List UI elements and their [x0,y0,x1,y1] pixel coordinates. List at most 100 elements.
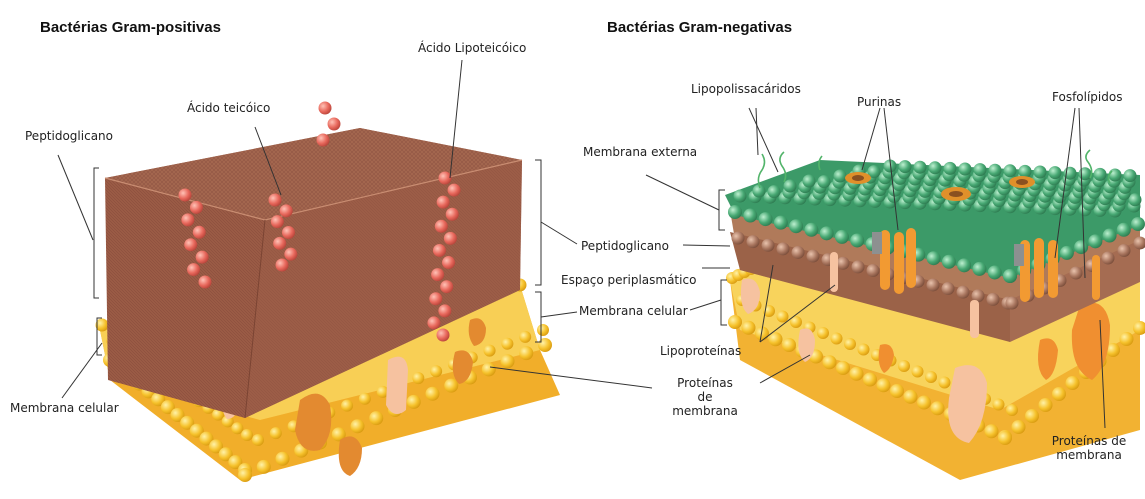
lipid-head [252,434,264,446]
lipid-head [732,232,745,245]
lps-head [804,223,818,237]
lipid-head [877,378,891,392]
teichoic-bead [196,251,209,264]
label-membrane-proteins-line1: Proteínas [670,376,740,390]
lipid-head [412,372,424,384]
lipid-head [904,390,918,404]
lps-head [914,161,927,174]
lipid-head [777,242,790,255]
lipid-head [931,401,945,415]
lps-head [1034,166,1047,179]
teichoic-bead [437,196,450,209]
gram-positive-title: Bactérias Gram-positivas [40,19,221,36]
label-membrane-proteins-line3: membrana [670,404,740,418]
lipid-head [782,338,796,352]
lipid-head [927,278,940,291]
lps-head [927,251,941,265]
lipid-head [519,346,533,360]
lps-head [1049,166,1062,179]
lipid-head [807,250,820,263]
lps-head [1124,169,1137,182]
lps-head [774,216,788,230]
label-membrane-proteins-right-line2: membrana [1034,448,1144,462]
lipid-head [985,424,999,438]
label-lipoproteins: Lipoproteínas [660,344,741,358]
lps-head [972,262,986,276]
lps-head [784,180,797,193]
lipid-head [241,429,253,441]
lps-head [759,212,773,226]
lipid-head [238,468,252,482]
lipid-head [867,264,880,277]
lipid-head [987,293,1000,306]
lipid-head [1012,420,1026,434]
lipid-head [1118,244,1131,257]
lps-head [1088,234,1102,248]
lps-head [1094,168,1107,181]
teichoic-bead [328,118,341,131]
lipid-head [993,399,1005,411]
lipid-head [850,367,864,381]
lipid-head [777,311,789,323]
lps-head [850,233,864,247]
lipid-head [742,321,756,335]
lipid-head [1066,376,1080,390]
teichoic-bead [437,329,450,342]
lipid-head [484,345,496,357]
teichoic-bead [440,280,453,293]
lipid-head [844,338,856,350]
teichoic-bead [187,263,200,276]
lps-head [728,205,742,219]
lipid-head [1006,404,1018,416]
lps-head [1074,240,1088,254]
label-gp-peptidoglycan: Peptidoglicano [25,129,113,143]
lipid-head [925,371,937,383]
lps-head [988,265,1002,279]
label-periplasmic-space: Espaço periplasmático [561,273,696,287]
lps-head [1131,217,1145,231]
lipid-head [430,365,442,377]
teichoic-bead [444,232,457,245]
teichoic-bead [280,204,293,217]
lps-head [1103,229,1117,243]
lipid-head [359,393,371,405]
lipid-head [537,324,549,336]
lipid-head [912,366,924,378]
lipid-head [501,354,515,368]
lipid-head [276,452,290,466]
lps-head [834,170,847,183]
teichoic-bead [439,172,452,185]
lipid-head [1006,297,1019,310]
lipid-head [939,377,951,389]
lipid-head [369,411,383,425]
lipid-head [1102,252,1115,265]
lipid-head [519,331,531,343]
teichoic-bead [193,226,206,239]
lps-head [957,258,971,272]
lipid-head [863,373,877,387]
teichoic-bead [179,189,192,202]
label-lipopolysaccharides: Lipopolissacáridos [691,82,801,96]
lipid-head [341,400,353,412]
lps-head [974,163,987,176]
lps-head [899,160,912,173]
label-membrane-proteins-right-line1: Proteínas de [1034,434,1144,448]
label-lipoteichoic-acid: Ácido Lipoteicóico [418,41,526,55]
label-membrane-proteins-right: Proteínas de membrana [1034,434,1144,462]
teichoic-bead [429,292,442,305]
lps-head [818,175,831,188]
lipid-head [1039,398,1053,412]
teichoic-bead [276,259,289,272]
lipid-head [538,338,552,352]
lps-head [768,185,781,198]
teichoic-bead [433,244,446,257]
lipid-head [858,344,870,356]
lps-head [1060,246,1074,260]
lipid-head [817,327,829,339]
lipid-head [407,395,421,409]
lps-head [1129,193,1142,206]
lps-head [944,162,957,175]
teichoic-bead [181,213,194,226]
label-teichoic-acid: Ácido teicóico [187,101,270,115]
